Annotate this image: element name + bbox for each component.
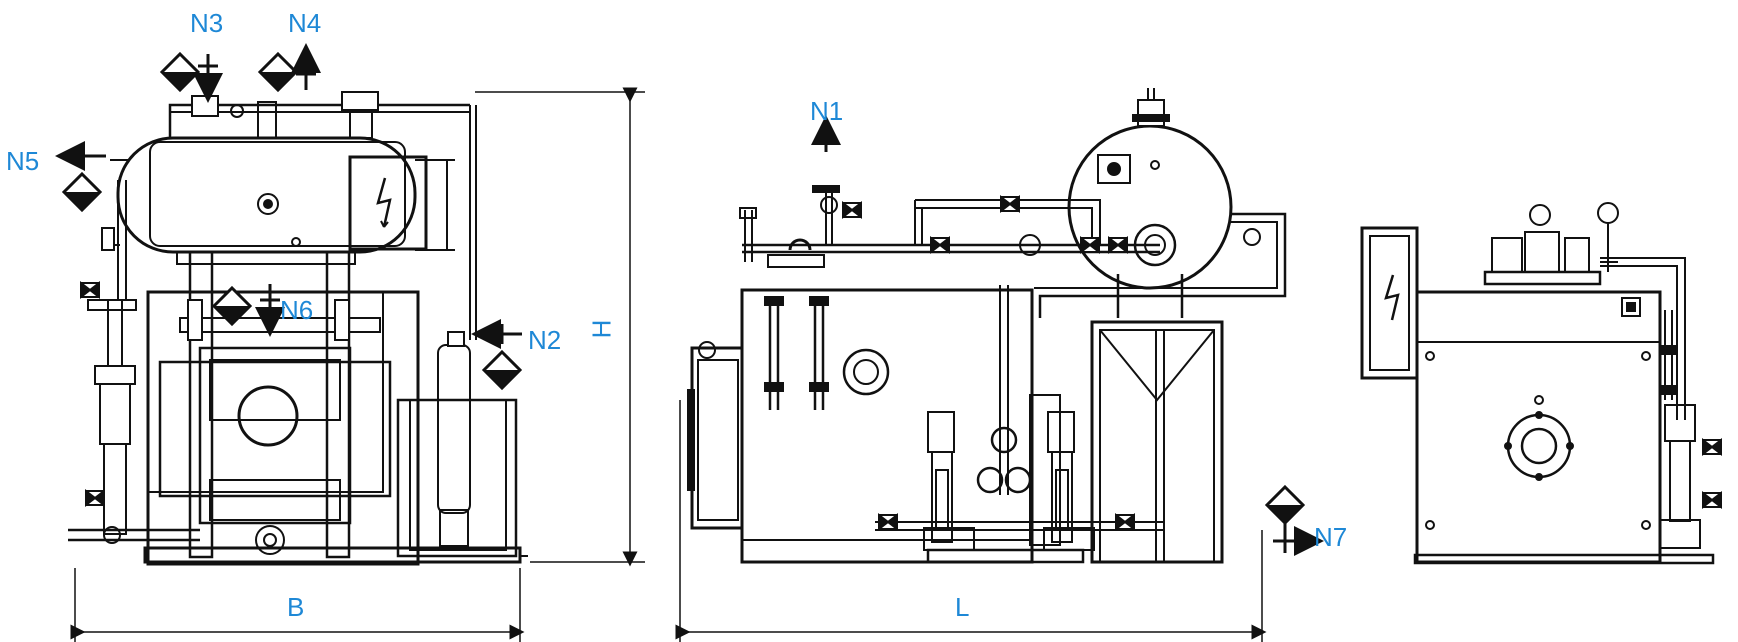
- n5-symbol: [55, 141, 106, 212]
- n2-symbol: [471, 319, 522, 390]
- label-n4: N4: [288, 8, 322, 38]
- n7-symbol: [1265, 485, 1324, 556]
- label-n3: N3: [190, 8, 224, 38]
- dimension-b: B: [287, 592, 305, 622]
- rear-main-body: [1415, 290, 1662, 564]
- front-electric-box: [348, 155, 428, 251]
- label-n7: N7: [1314, 522, 1348, 552]
- front-burner-port: [237, 385, 299, 447]
- label-n5: N5: [6, 146, 40, 176]
- label-n1: N1: [810, 96, 844, 126]
- n4-symbol: [258, 43, 321, 92]
- dimension-l: L: [955, 592, 970, 622]
- dimension-h: H: [586, 319, 617, 339]
- n3-symbol: [160, 52, 223, 103]
- side-view: [675, 88, 1324, 642]
- label-n6: N6: [280, 295, 314, 325]
- rear-view: [1360, 202, 1723, 565]
- front-view: [55, 43, 645, 642]
- n6-symbol: [212, 284, 285, 337]
- label-n2: N2: [528, 325, 562, 355]
